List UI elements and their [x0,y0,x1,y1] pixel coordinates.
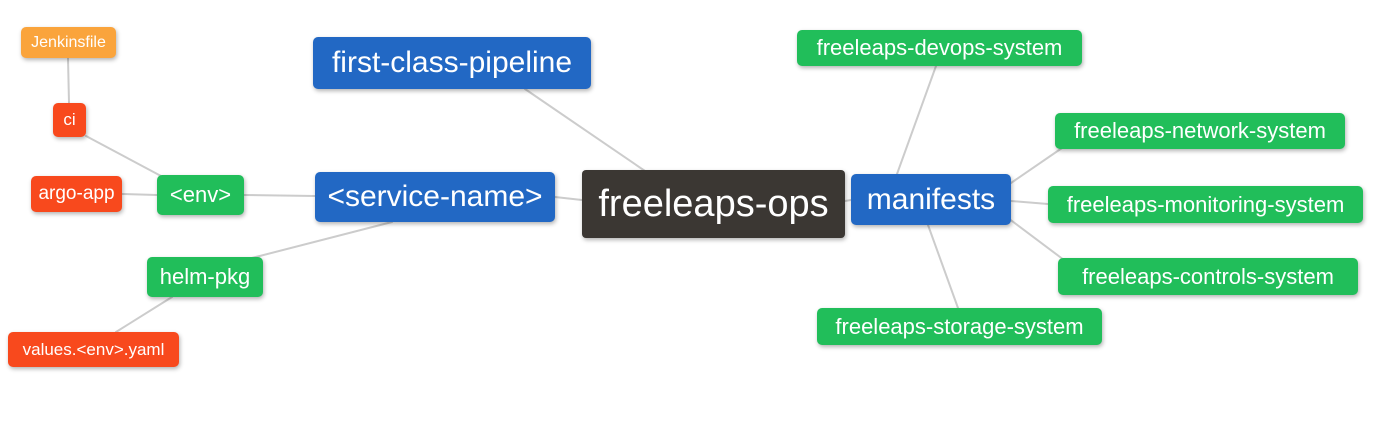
edge-root-manifests [844,199,852,202]
node-env[interactable]: <env> [157,175,244,215]
node-freeleaps-devops-system-label: freeleaps-devops-system [816,35,1063,60]
edge-pipeline-root [524,88,646,172]
node-freeleaps-storage-system[interactable]: freeleaps-storage-system [817,308,1102,345]
edge-manifests-devops [896,65,937,175]
node-values-env-yaml-label: values.<env>.yaml [22,339,165,359]
node-freeleaps-network-system[interactable]: freeleaps-network-system [1055,113,1345,149]
edge-manifests-network [1010,147,1063,184]
node-service-name[interactable]: <service-name> [315,172,555,222]
edge-helm-values [115,296,173,333]
edge-argo-env [121,193,158,196]
node-ci-label: ci [63,110,76,129]
node-freeleaps-ops-root[interactable]: freeleaps-ops [582,170,845,238]
node-helm-pkg[interactable]: helm-pkg [147,257,263,297]
node-freeleaps-devops-system[interactable]: freeleaps-devops-system [797,30,1082,66]
node-manifests-label: manifests [866,182,996,216]
node-freeleaps-monitoring-system[interactable]: freeleaps-monitoring-system [1048,186,1363,223]
edge-manifests-controls [1007,217,1065,261]
node-freeleaps-controls-system[interactable]: freeleaps-controls-system [1058,258,1358,295]
edge-manifests-storage [927,224,959,309]
node-jenkinsfile[interactable]: Jenkinsfile [21,27,116,58]
node-env-label: <env> [169,182,232,207]
edge-env-service [243,194,316,197]
node-freeleaps-storage-system-label: freeleaps-storage-system [835,313,1084,339]
node-first-class-pipeline-label: first-class-pipeline [331,46,573,79]
edge-ci-env [85,135,162,177]
node-argo-app-label: argo-app [38,183,115,204]
node-freeleaps-monitoring-system-label: freeleaps-monitoring-system [1066,191,1345,217]
node-freeleaps-controls-system-label: freeleaps-controls-system [1082,263,1334,289]
node-values-env-yaml[interactable]: values.<env>.yaml [8,332,179,367]
node-jenkinsfile-label: Jenkinsfile [31,33,106,51]
node-manifests[interactable]: manifests [851,174,1011,225]
node-helm-pkg-label: helm-pkg [159,264,251,289]
edge-manifests-monitoring [1010,200,1049,205]
node-ci[interactable]: ci [53,103,86,137]
node-argo-app[interactable]: argo-app [31,176,122,212]
edge-service-helm [247,221,393,260]
node-freeleaps-ops-label: freeleaps-ops [598,182,829,225]
node-first-class-pipeline[interactable]: first-class-pipeline [313,37,591,89]
edge-jenkinsfile-ci [67,57,70,104]
node-freeleaps-network-system-label: freeleaps-network-system [1074,118,1326,143]
edge-service-root [554,196,583,201]
node-service-name-label: <service-name> [327,180,543,213]
